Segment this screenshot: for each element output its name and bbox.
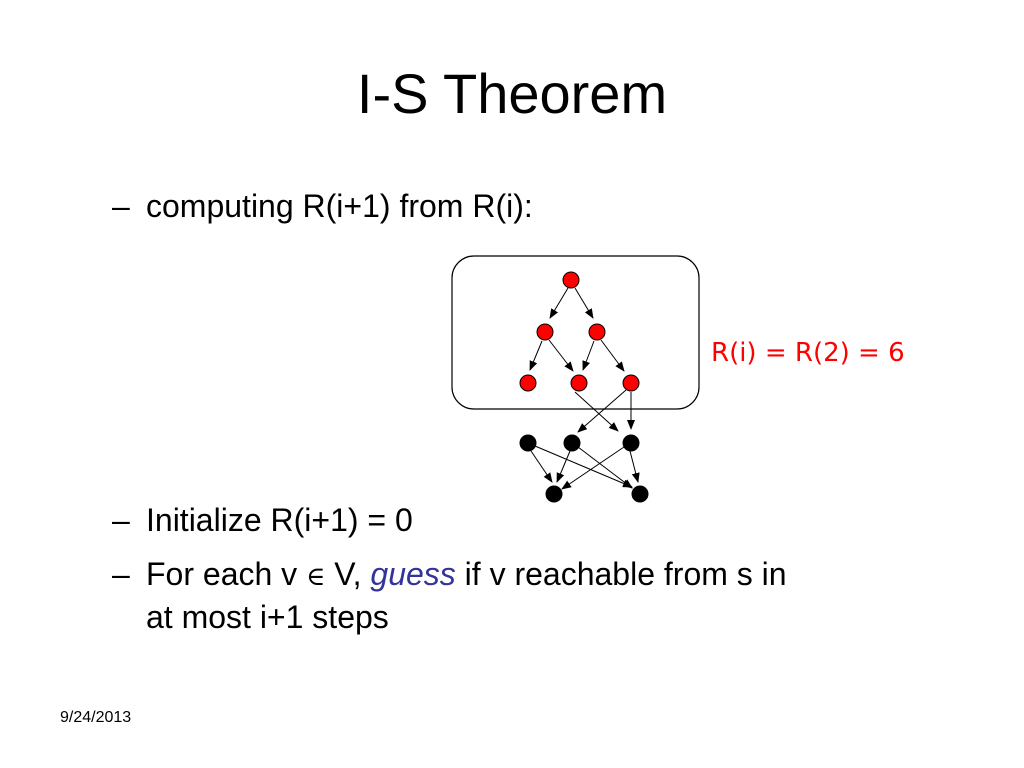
edge (600, 339, 625, 372)
bullet-text-suffix: if v reachable from s in (455, 556, 787, 592)
graph-node-reached (519, 374, 537, 392)
graph-node-unreached (545, 485, 563, 503)
bullet-dash: – (112, 556, 130, 592)
edge (561, 446, 625, 490)
edge (582, 340, 595, 371)
graph-edges (529, 287, 640, 490)
reachable-count-label: R(i) = R(2) = 6 (711, 338, 905, 368)
bullet-foreach: –For each v ∈ V, guess if v reachable fr… (112, 554, 992, 637)
bullet-dash: – (112, 502, 130, 538)
bullet-text-continuation: at most i+1 steps (146, 599, 389, 635)
graph-node-unreached (622, 434, 640, 452)
bullet-initialize: –Initialize R(i+1) = 0 (112, 500, 413, 540)
edge (577, 389, 627, 433)
graph-node-reached (588, 323, 606, 341)
edge (574, 391, 619, 432)
element-of-symbol: ∈ (306, 562, 326, 592)
edge (548, 339, 574, 372)
edge (629, 450, 640, 483)
bullet-dash: – (112, 188, 130, 224)
bullet-text-prefix: For each v (146, 556, 307, 592)
graph-node-reached (570, 374, 588, 392)
guess-emphasis: guess (370, 556, 456, 592)
edge (556, 450, 571, 483)
graph-nodes (519, 271, 649, 503)
bullet-text: Initialize R(i+1) = 0 (146, 502, 413, 538)
edge (534, 445, 633, 488)
graph-node-unreached (631, 485, 649, 503)
edge (549, 287, 569, 319)
graph-node-reached (562, 271, 580, 289)
slide-title: I-S Theorem (356, 62, 668, 125)
edge (530, 450, 553, 483)
graph-node-reached (622, 374, 640, 392)
footer-date: 9/24/2013 (60, 709, 132, 726)
edge (574, 287, 594, 319)
edge (529, 340, 543, 371)
graph-node-reached (536, 323, 554, 341)
reachable-set-box (451, 255, 700, 410)
edge (577, 446, 633, 489)
graph-node-unreached (563, 434, 581, 452)
bullet-computing: –computing R(i+1) from R(i): (112, 186, 533, 226)
graph-node-unreached (519, 434, 537, 452)
bullet-text-mid: V, (325, 556, 371, 592)
bullet-text: computing R(i+1) from R(i): (146, 188, 533, 224)
